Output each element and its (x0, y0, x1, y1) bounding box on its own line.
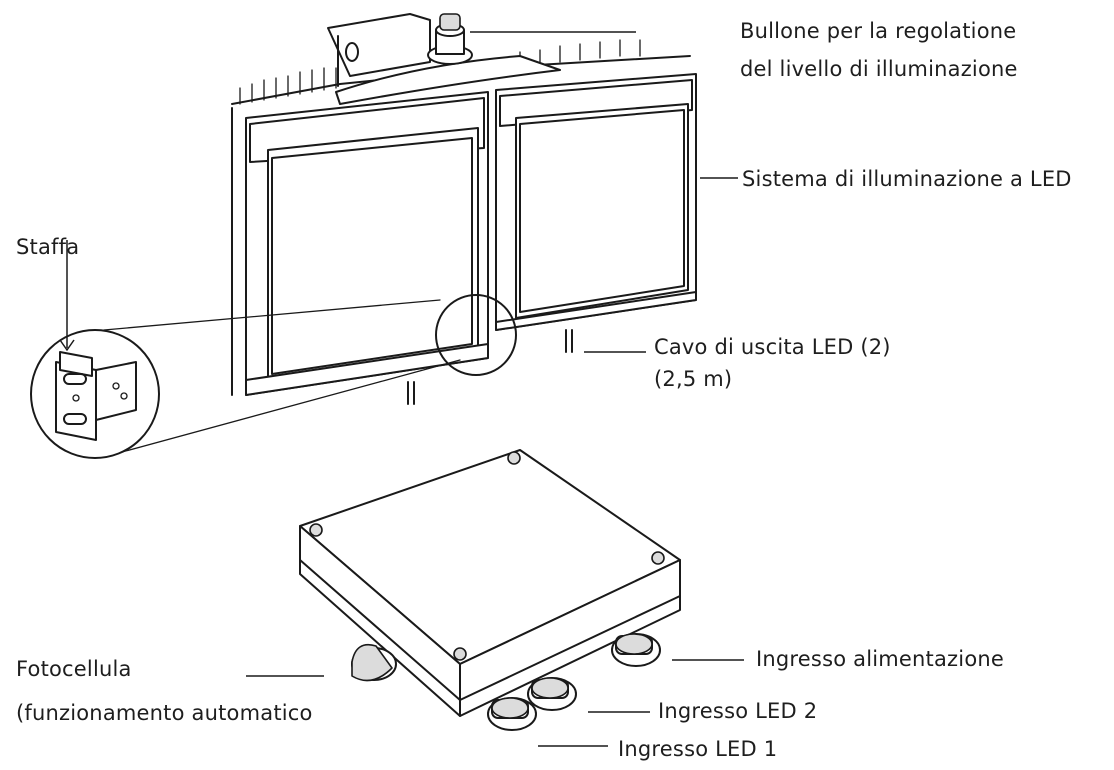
labels: Bullone per la regolatione del livello d… (16, 19, 1072, 761)
led-output-cables (407, 329, 573, 405)
label-power-input: Ingresso alimentazione (756, 647, 1004, 671)
label-adjust-bolt-line1: Bullone per la regolatione (740, 19, 1016, 43)
label-led-output-cable-line1: Cavo di uscita LED (2) (654, 335, 891, 359)
led-panel-right (495, 73, 697, 331)
label-photocell-line1: Fotocellula (16, 657, 132, 681)
cable-gland-power (611, 633, 661, 667)
label-led-output-cable-line2: (2,5 m) (654, 367, 732, 391)
cable-gland-led-1 (487, 697, 537, 731)
bracket-detail-magnifier (30, 299, 461, 459)
led-panel-left (245, 91, 489, 396)
label-adjust-bolt-line2: del livello di illuminazione (740, 57, 1018, 81)
label-led-input-2: Ingresso LED 2 (658, 699, 817, 723)
photocell (351, 643, 397, 682)
adjustment-bolt (427, 13, 473, 65)
top-mounting-bracket (327, 13, 561, 105)
junction-box (299, 449, 681, 731)
detail-circle-small (435, 294, 517, 376)
cable-gland-led-2 (527, 677, 577, 711)
leader-bracket-arrowhead (59, 339, 75, 352)
label-photocell-line2: (funzionamento automatico (16, 701, 313, 725)
label-bracket: Staffa (16, 235, 79, 259)
label-led-system: Sistema di illuminazione a LED (742, 167, 1072, 191)
leader-lines (59, 31, 744, 747)
led-illuminator-unit (231, 13, 697, 405)
label-led-input-1: Ingresso LED 1 (618, 737, 777, 761)
bracket-detail-icon (55, 351, 137, 441)
